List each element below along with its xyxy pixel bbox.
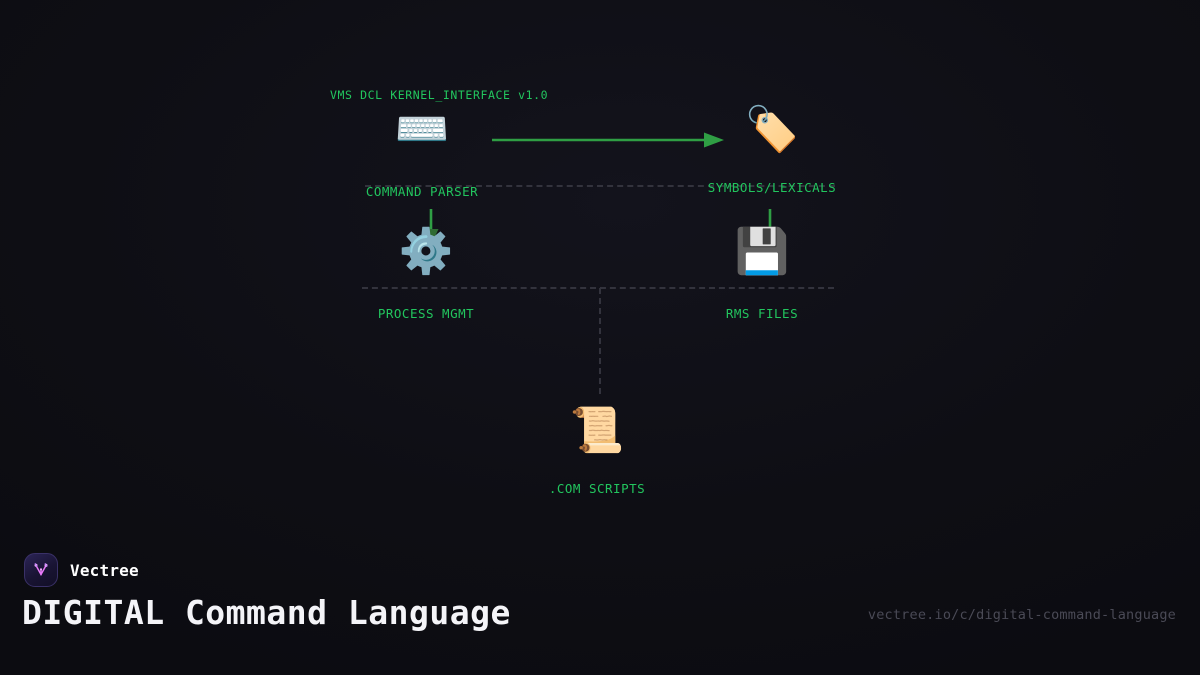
diagram-kernel-title: VMS DCL KERNEL_INTERFACE v1.0 [330,88,549,102]
brand-row[interactable]: Vectree [24,553,139,587]
node-label: PROCESS MGMT [377,306,475,321]
divider-upper [365,185,835,187]
node-label: COMMAND PARSER [365,184,479,199]
page-title: DIGITAL Command Language [22,593,511,632]
connector-into-rms-files [762,209,778,245]
brand-name: Vectree [70,560,139,580]
divider-lower [362,287,834,289]
architecture-diagram: VMS DCL KERNEL_INTERFACE v1.0 ⌨️ COMMAND… [312,88,882,497]
node-label: SYMBOLS/LEXICALS [707,180,837,195]
vectree-logo-icon [24,553,58,587]
connector-parser-to-symbols [492,132,724,148]
node-command-parser[interactable]: ⌨️ COMMAND PARSER [312,102,532,200]
footer: Vectree DIGITAL Command Language vectree… [0,545,1200,675]
scroll-icon: 📜 [569,405,625,456]
gear-icon: ⚙️ [398,226,454,277]
page-url: vectree.io/c/digital-command-language [867,607,1176,623]
node-process-mgmt[interactable]: ⚙️ PROCESS MGMT [316,224,536,322]
node-label: .COM SCRIPTS [548,481,646,496]
node-rms-files[interactable]: 💾 RMS FILES [652,224,872,322]
node-com-scripts[interactable]: 📜 .COM SCRIPTS [487,403,707,497]
node-label: RMS FILES [725,306,799,321]
node-symbols-lexicals[interactable]: 🏷️ SYMBOLS/LEXICALS [662,102,882,196]
connector-down-to-scripts [599,288,601,394]
label-tag-icon: 🏷️ [744,104,800,155]
keyboard-icon: ⌨️ [394,104,450,155]
connector-into-process-mgmt [423,209,439,245]
floppy-disk-icon: 💾 [734,226,790,277]
